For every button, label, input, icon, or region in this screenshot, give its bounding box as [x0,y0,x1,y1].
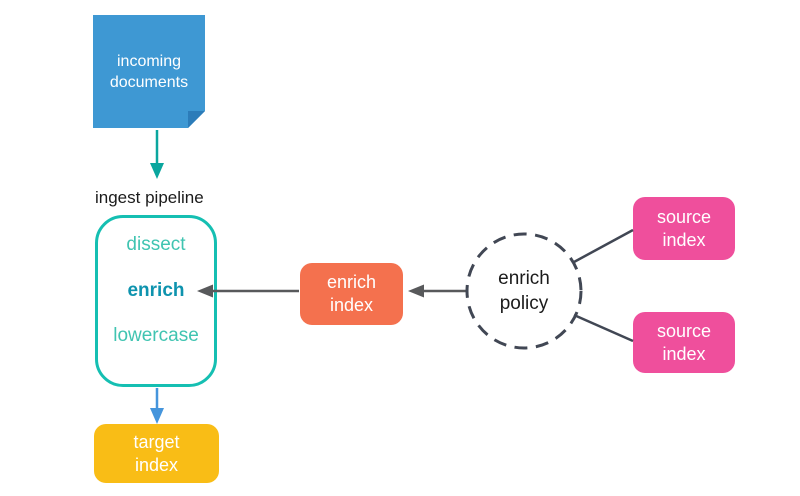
arrowhead-down-icon [150,163,164,179]
policy-to-enrich-index-arrow [408,284,466,298]
incoming-documents-node: incoming documents [93,15,205,128]
enrich-index-node: enrich index [300,263,403,325]
target-index-label: target index [133,431,180,475]
source-index-bottom-label: source index [656,320,712,364]
policy-to-source-bottom-connector [573,313,634,343]
pipeline-to-target-arrow [150,388,164,424]
ingest-pipeline-node: dissect enrich lowercase [95,215,217,387]
target-index-node: target index [94,424,219,483]
source-index-bottom-node: source index [633,312,735,373]
documents-to-pipeline-arrow [150,130,164,179]
policy-to-source-top-connector [573,228,634,264]
source-index-top-label: source index [656,206,712,250]
processor-dissect: dissect [126,234,186,255]
source-index-top-node: source index [633,197,735,260]
incoming-documents-label: incoming documents [109,52,189,91]
enrich-index-label: enrich index [326,272,377,315]
ingest-pipeline-label: ingest pipeline [95,188,204,207]
enrich-policy-label: enrich policy [498,268,550,314]
enrich-policy-node: enrich policy [474,263,574,319]
processor-enrich: enrich [127,280,185,301]
arrowhead-down-icon [150,408,164,424]
processor-lowercase: lowercase [113,325,199,346]
arrowhead-left-icon [408,284,424,298]
